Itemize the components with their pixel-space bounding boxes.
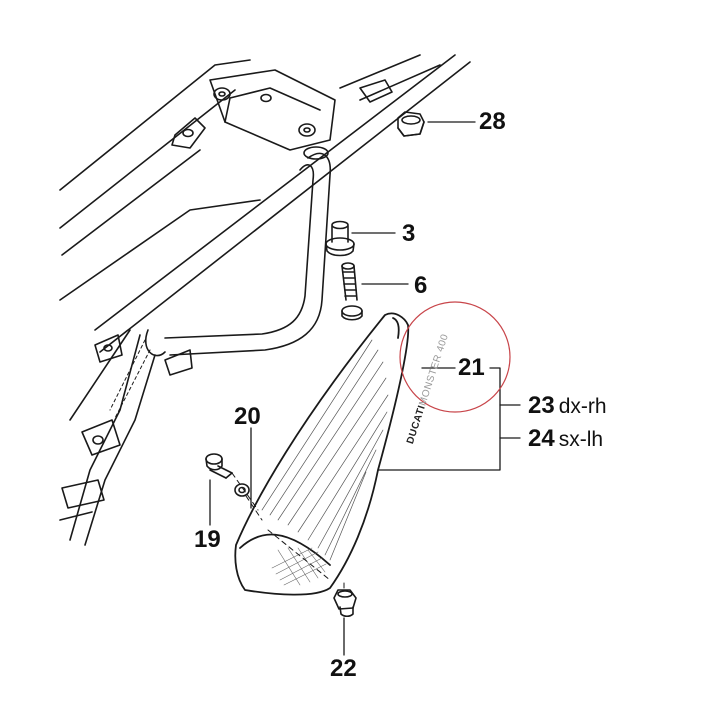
- part-22-fastener: [333, 589, 357, 618]
- mounting-plate: [171, 69, 393, 151]
- leader-lines: [209, 121, 521, 656]
- fender-shading: [261, 339, 389, 561]
- tail-fender-panel: [234, 312, 410, 596]
- frame-rail: [59, 54, 471, 421]
- callout-side: dx-rh: [558, 395, 607, 418]
- callout-22: 22: [330, 657, 357, 681]
- assembly-guide-lines: [231, 472, 345, 589]
- weld-seam: [109, 339, 151, 419]
- callout-19: 19: [194, 528, 221, 552]
- part-19-bolt: [205, 453, 233, 479]
- callout-number: 6: [414, 272, 428, 299]
- part-3-spacer: [325, 220, 355, 257]
- callout-20: 20: [234, 405, 261, 429]
- callout-number: 19: [194, 526, 221, 553]
- part-6-screw: [341, 262, 363, 321]
- callout-number: 3: [402, 220, 416, 247]
- callout-number: 28: [479, 108, 506, 135]
- callout-6: 6: [414, 274, 427, 298]
- callout-number: 22: [330, 655, 357, 682]
- highlight-circle: [399, 301, 511, 413]
- callout-number: 23: [528, 392, 555, 419]
- callout-number: 24: [528, 425, 555, 452]
- callout-number: 20: [234, 403, 261, 430]
- callout-28: 28: [479, 110, 506, 134]
- callout-3: 3: [402, 222, 415, 246]
- callout-side: sx-lh: [558, 428, 604, 451]
- fender-crosshatch: [271, 547, 327, 586]
- subframe-tube: [59, 146, 332, 546]
- part-28-nut: [397, 111, 425, 137]
- callout-number: 21: [458, 354, 485, 381]
- callout-21: 21: [458, 356, 485, 380]
- part-20-washer: [234, 483, 250, 497]
